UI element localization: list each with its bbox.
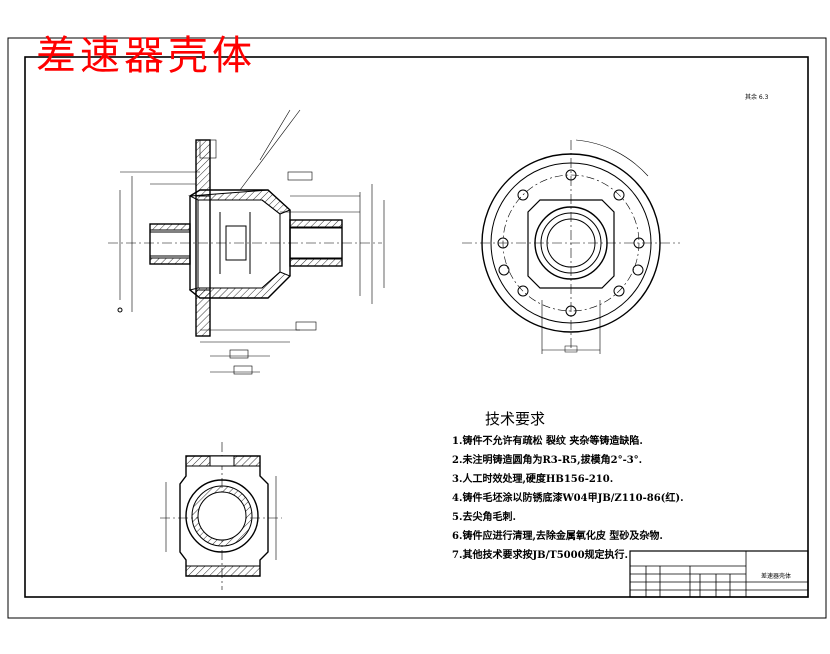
end-view: [462, 139, 680, 354]
requirement-item: 5.去尖角毛刺.: [452, 512, 516, 523]
top-view: [160, 442, 282, 590]
requirement-item: 3.人工时效处理,硬度HB156-210.: [452, 474, 614, 485]
title-block-part-name: 差速器壳体: [760, 573, 791, 580]
requirement-item: 4.铸件毛坯涂以防锈底漆W04甲JB/Z110-86(红).: [452, 493, 684, 504]
roughness-note: 其余 6.3: [745, 94, 769, 101]
title-block: [629, 550, 809, 598]
requirement-item: 7.其他技术要求按JB/T5000规定执行.: [452, 550, 629, 561]
requirement-item: 6.铸件应进行清理,去除金属氧化皮 型砂及杂物.: [452, 531, 663, 542]
requirement-item: 1.铸件不允许有疏松 裂纹 夹杂等铸造缺陷.: [452, 436, 643, 447]
inner-border: [24, 56, 809, 598]
outer-frame: [7, 37, 827, 619]
requirement-item: 2.未注明铸造圆角为R3-R5,拔模角2°-3°.: [452, 455, 643, 466]
technical-requirements-list: 1.铸件不允许有疏松 裂纹 夹杂等铸造缺陷. 2.未注明铸造圆角为R3-R5,拔…: [452, 432, 684, 565]
technical-requirements-heading: 技术要求: [485, 410, 546, 428]
section-view: [108, 109, 385, 375]
drawing-title: 差速器壳体: [36, 33, 256, 79]
